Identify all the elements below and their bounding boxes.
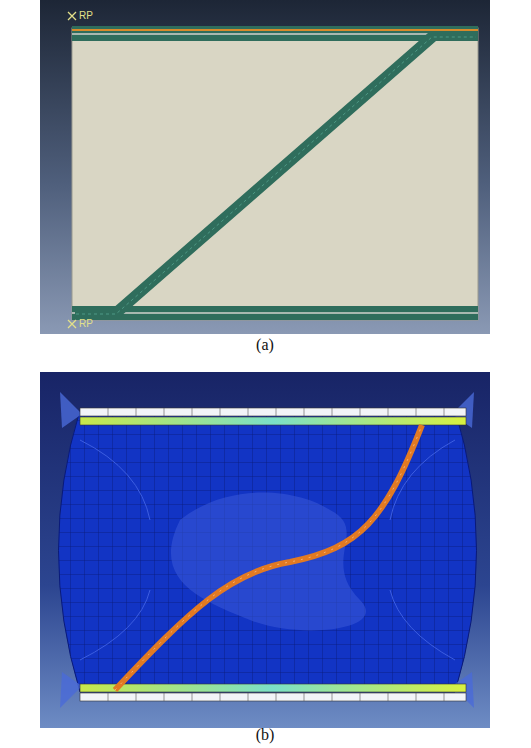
reference-point-label: RP (79, 318, 93, 329)
panel-caption: (b) (256, 726, 275, 744)
reference-point-label: RP (79, 10, 93, 21)
panel-caption: (a) (256, 336, 274, 354)
